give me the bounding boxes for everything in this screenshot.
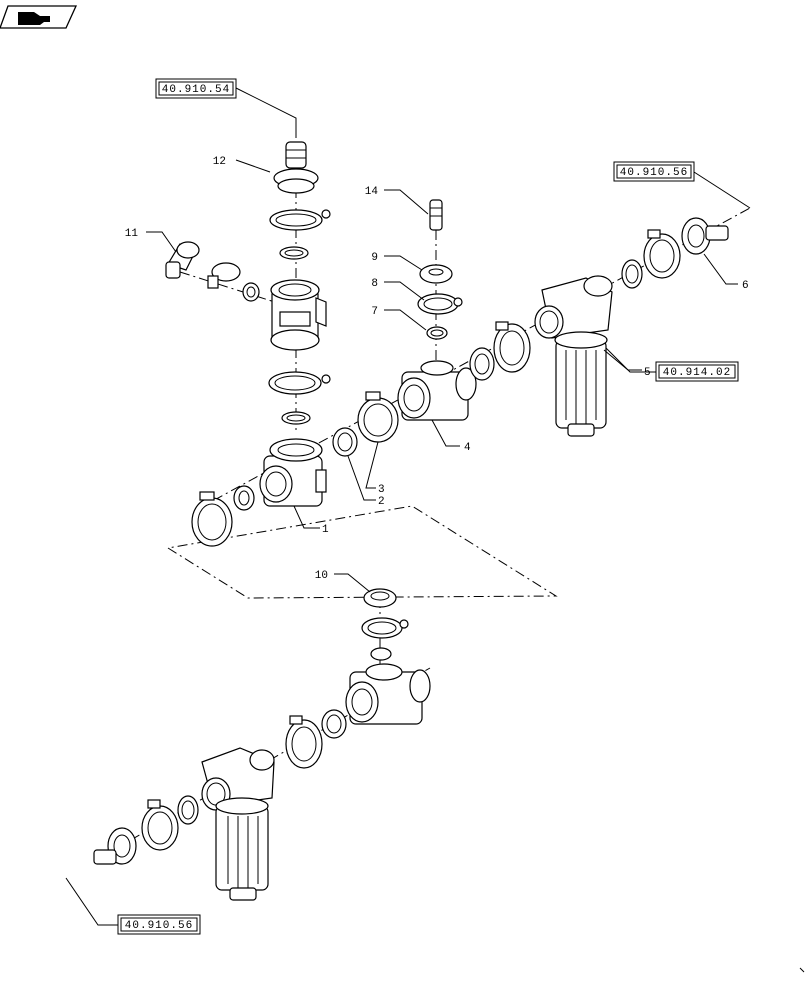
callout-12: 12	[213, 156, 226, 168]
corner-tick	[799, 967, 805, 973]
callout-10: 10	[315, 570, 328, 582]
callout-2: 2	[378, 496, 385, 508]
callout-14: 14	[365, 186, 379, 198]
callout-leaders	[146, 159, 738, 593]
seal-right-2[interactable]	[621, 259, 643, 289]
ref-box-top[interactable]: 40.910.54	[155, 78, 237, 99]
part-12-hose-fitting[interactable]	[273, 141, 319, 194]
clamp-lower-2[interactable]	[141, 799, 179, 851]
hose-fitting-lower[interactable]	[93, 827, 137, 865]
callout-labels: 12 11 14 9 8 7 4 3 2 1 6 5 10	[125, 156, 749, 582]
part-2-seal[interactable]	[332, 427, 358, 457]
callout-3: 3	[378, 484, 385, 496]
seal-lower-top[interactable]	[370, 647, 392, 661]
part-4-tee[interactable]	[397, 360, 477, 421]
clamp-middle[interactable]	[268, 371, 331, 395]
callout-8: 8	[371, 278, 378, 290]
part-3-clamp[interactable]	[357, 391, 399, 443]
clamp-upper[interactable]	[269, 209, 331, 231]
clamp-right-1[interactable]	[493, 321, 531, 373]
next-page-icon[interactable]	[0, 5, 78, 29]
ref-box-filter[interactable]: 40.914.02	[655, 361, 739, 382]
callout-11: 11	[125, 228, 139, 240]
clamp-right-2[interactable]	[643, 229, 681, 279]
callout-6: 6	[742, 280, 749, 292]
tee-fitting-upper[interactable]	[270, 279, 327, 351]
ref-text-filter: 40.914.02	[663, 367, 731, 379]
part-8-clamp[interactable]	[417, 293, 463, 315]
part-9-cap[interactable]	[419, 264, 453, 284]
clamp-lower-1[interactable]	[285, 715, 323, 769]
callout-5: 5	[644, 367, 651, 379]
part-6-hose-fitting[interactable]	[681, 217, 729, 255]
ref-text-top: 40.910.54	[162, 84, 230, 96]
part-5-filter[interactable]	[534, 275, 613, 437]
seal-left-elbow[interactable]	[242, 282, 260, 302]
ref-text-right-top: 40.910.56	[620, 167, 688, 179]
filter-lower[interactable]	[201, 747, 275, 901]
callout-1: 1	[322, 524, 329, 536]
part-11-elbow[interactable]	[165, 241, 200, 279]
callout-7: 7	[371, 306, 378, 318]
seal-lower-2[interactable]	[177, 795, 199, 825]
seal-part-1[interactable]	[233, 485, 255, 511]
part-10-cap[interactable]	[363, 588, 397, 608]
reference-leaders	[65, 87, 751, 926]
clamp-lower-top[interactable]	[361, 617, 409, 639]
seal-middle[interactable]	[281, 411, 311, 425]
callout-4: 4	[464, 442, 471, 454]
part-14-nipple[interactable]	[429, 199, 443, 231]
part-7-seal[interactable]	[426, 326, 448, 340]
seal-lower-1[interactable]	[321, 709, 347, 739]
ref-text-bottom: 40.910.56	[125, 920, 193, 932]
seal-upper[interactable]	[279, 246, 309, 260]
seal-right-1[interactable]	[469, 347, 495, 381]
ref-box-right-top[interactable]: 40.910.56	[613, 161, 695, 182]
part-1-tee[interactable]	[259, 438, 327, 507]
ref-box-bottom[interactable]: 40.910.56	[117, 914, 201, 935]
clamp-part-1[interactable]	[191, 491, 233, 547]
clamp-left-elbow[interactable]	[207, 262, 241, 289]
callout-9: 9	[371, 252, 378, 264]
tee-lower[interactable]	[345, 663, 431, 725]
